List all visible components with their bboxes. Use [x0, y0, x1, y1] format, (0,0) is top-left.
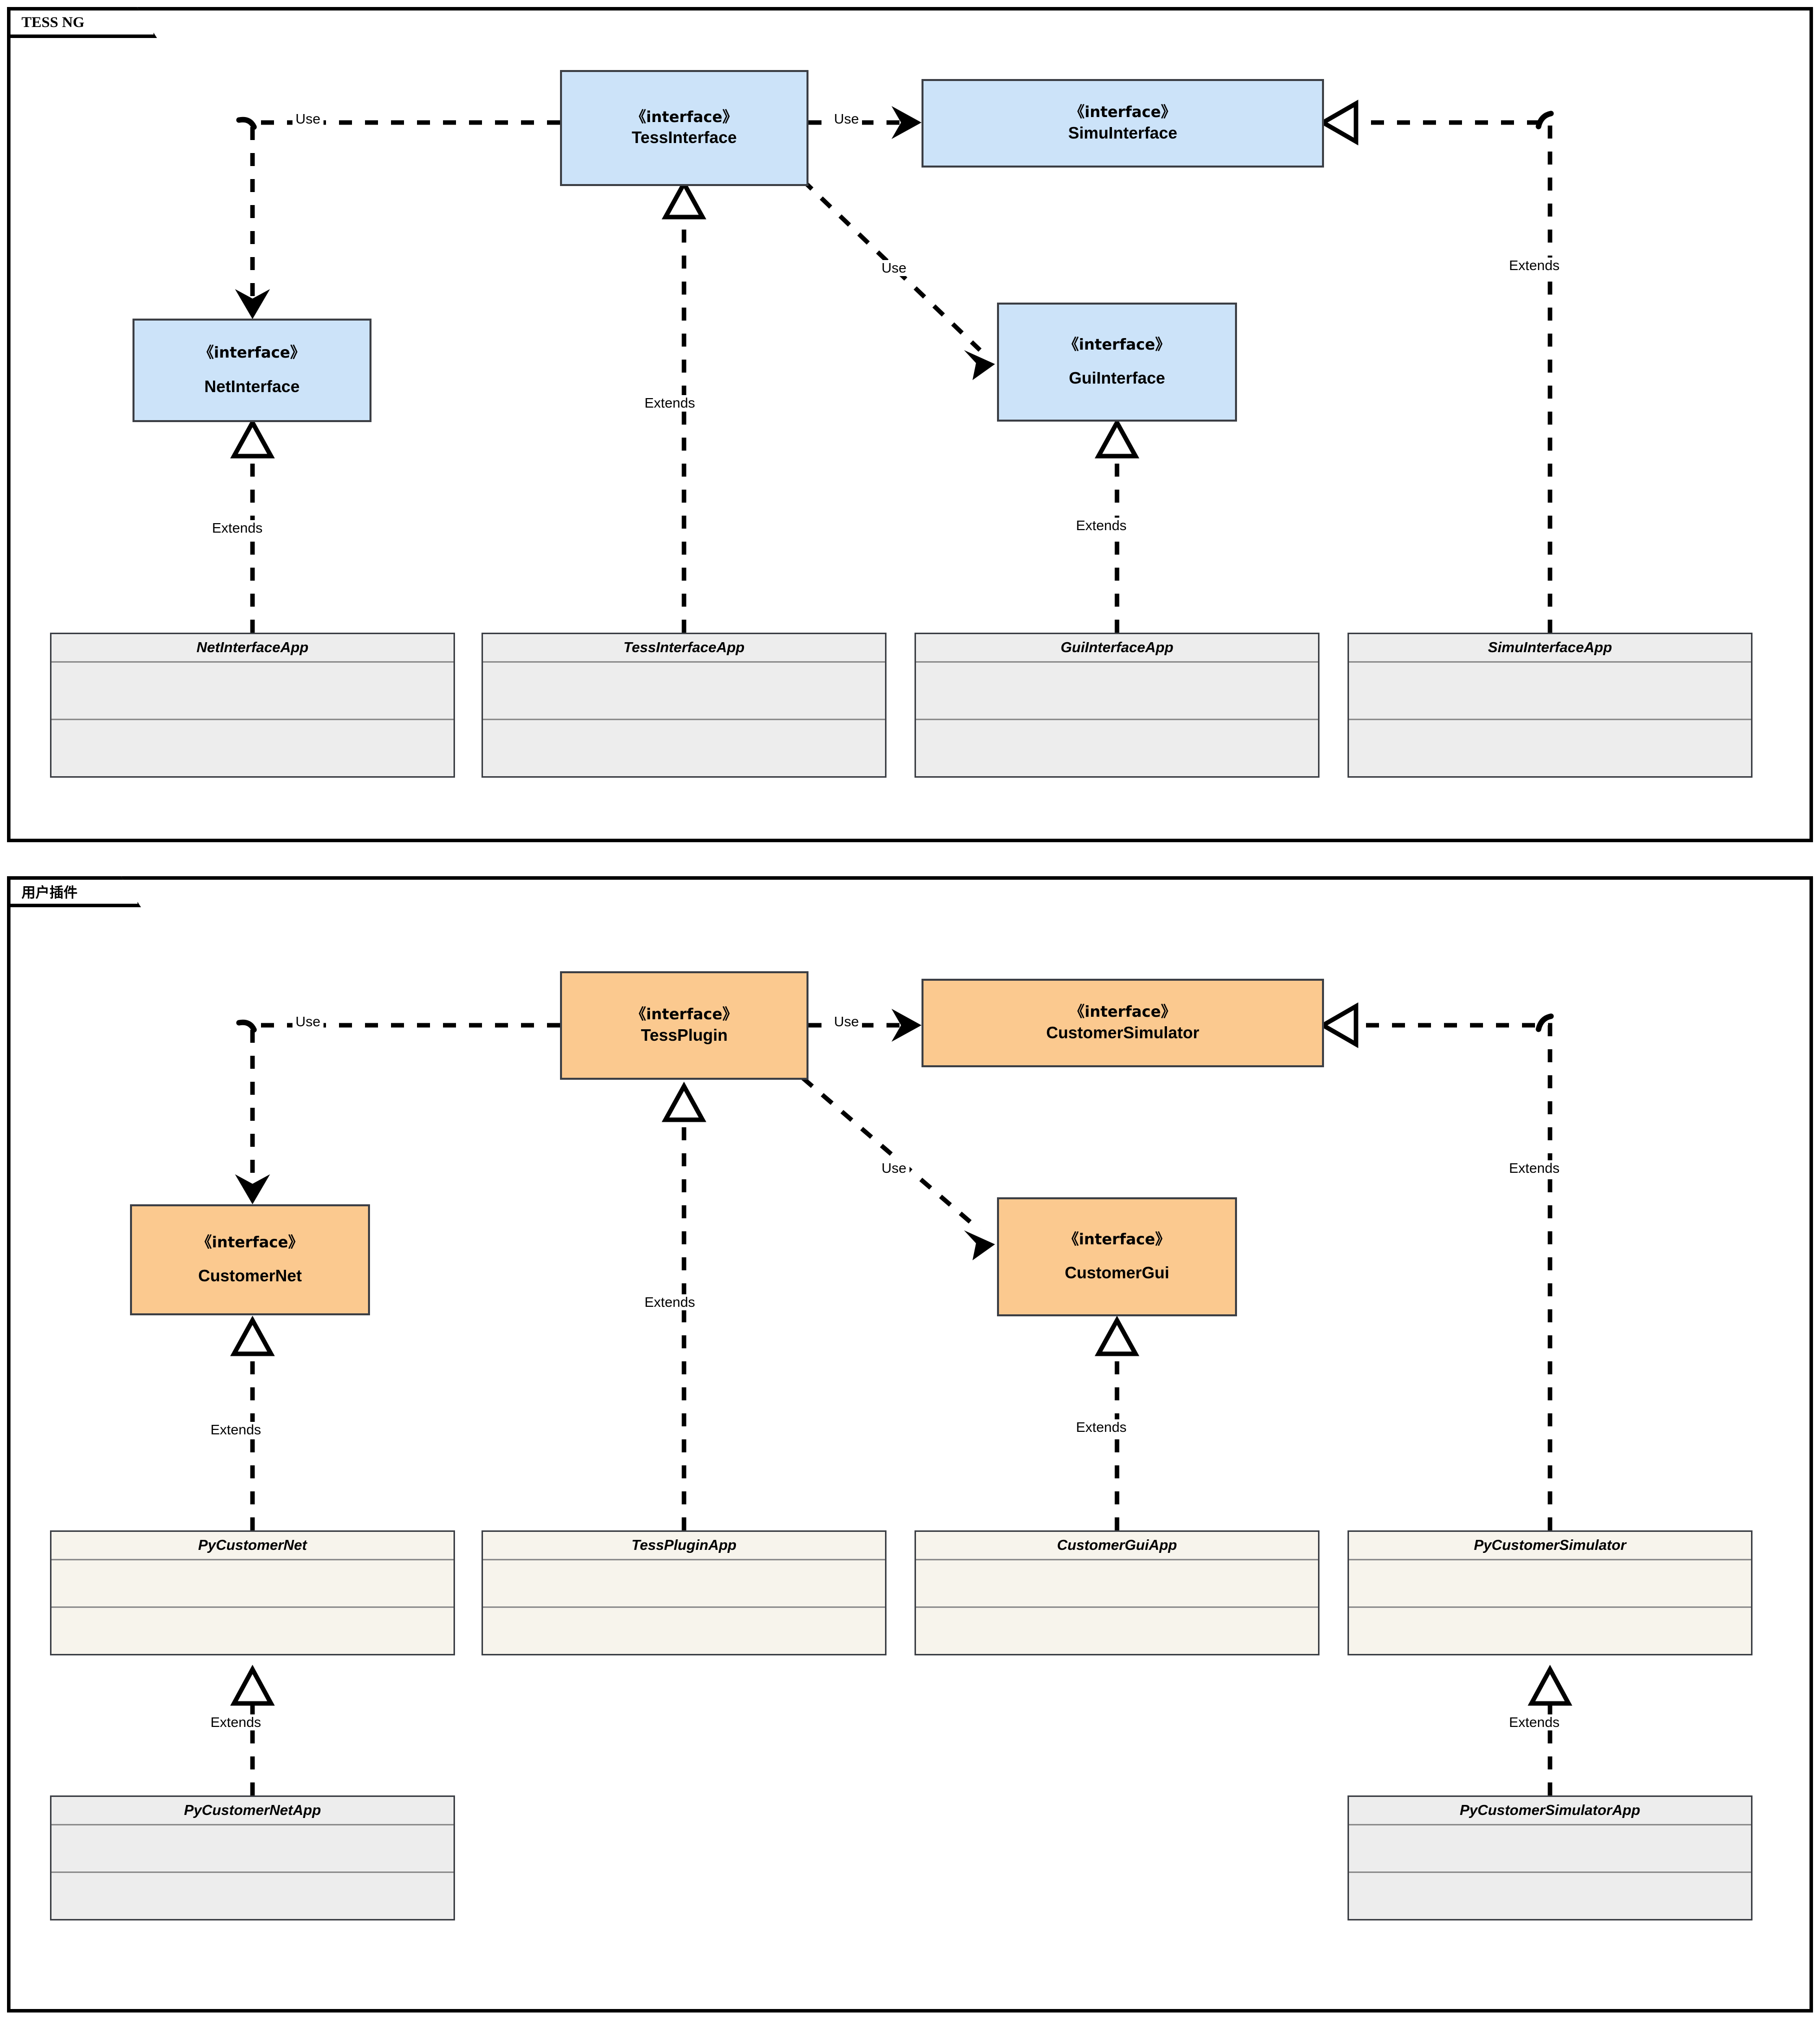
edge-label-use-gui: Use — [878, 260, 910, 276]
edge-label-extends-gui-app: Extends — [1073, 518, 1130, 534]
interface-name: NetInterface — [204, 377, 300, 396]
class-attributes-compartment — [52, 663, 454, 720]
class-operations-compartment — [483, 720, 885, 776]
class-name: TessPluginApp — [483, 1532, 885, 1560]
class-attributes-compartment — [1349, 1560, 1751, 1608]
class-box-net-interface-app[interactable]: NetInterfaceApp — [50, 633, 455, 778]
class-box-tess-interface-app[interactable]: TessInterfaceApp — [482, 633, 886, 778]
class-name: PyCustomerSimulator — [1349, 1532, 1751, 1560]
interface-box-customer-net[interactable]: 《interface》 CustomerNet — [130, 1204, 370, 1315]
interface-stereotype: 《interface》 — [1064, 1230, 1170, 1248]
edge-label-extends-customer-gui-app: Extends — [1073, 1419, 1130, 1435]
edge-label-extends-py-customer-simulator: Extends — [1506, 1160, 1563, 1176]
interface-name: CustomerNet — [198, 1266, 302, 1285]
edge-label-use-customer-gui: Use — [878, 1160, 910, 1176]
class-operations-compartment — [916, 720, 1318, 776]
interface-box-tess-plugin[interactable]: 《interface》 TessPlugin — [560, 971, 808, 1080]
interface-name: CustomerGui — [1064, 1263, 1170, 1282]
class-operations-compartment — [52, 1608, 454, 1654]
class-attributes-compartment — [1349, 1825, 1751, 1873]
class-operations-compartment — [1349, 1608, 1751, 1654]
edge-label-extends-py-customer-simulator-app: Extends — [1506, 1714, 1563, 1730]
edge-label-use-customer-net: Use — [292, 1014, 324, 1030]
interface-name: CustomerSimulator — [1046, 1023, 1200, 1042]
class-operations-compartment — [1349, 1873, 1751, 1919]
class-attributes-compartment — [916, 663, 1318, 720]
class-attributes-compartment — [52, 1560, 454, 1608]
class-name: NetInterfaceApp — [52, 634, 454, 663]
class-operations-compartment — [52, 1873, 454, 1919]
class-operations-compartment — [52, 720, 454, 776]
class-name: TessInterfaceApp — [483, 634, 885, 663]
edge-label-extends-tess-plugin-app: Extends — [642, 1294, 698, 1310]
class-box-gui-interface-app[interactable]: GuiInterfaceApp — [914, 633, 1320, 778]
interface-stereotype: 《interface》 — [631, 1006, 738, 1024]
edge-label-extends-py-customer-net: Extends — [208, 1422, 264, 1438]
edge-label-use-simu: Use — [831, 111, 862, 127]
class-attributes-compartment — [483, 663, 885, 720]
interface-stereotype: 《interface》 — [1064, 336, 1170, 354]
class-box-tess-plugin-app[interactable]: TessPluginApp — [482, 1530, 886, 1655]
class-attributes-compartment — [1349, 663, 1751, 720]
class-name: PyCustomerSimulatorApp — [1349, 1797, 1751, 1825]
interface-stereotype: 《interface》 — [631, 108, 738, 126]
interface-box-gui-interface[interactable]: 《interface》 GuiInterface — [997, 303, 1237, 422]
edge-label-use-net: Use — [292, 111, 324, 127]
interface-name: SimuInterface — [1068, 123, 1178, 142]
class-box-customer-gui-app[interactable]: CustomerGuiApp — [914, 1530, 1320, 1655]
edge-label-extends-simu-app: Extends — [1506, 258, 1563, 274]
edge-label-extends-net-app: Extends — [209, 520, 266, 536]
class-attributes-compartment — [916, 1560, 1318, 1608]
class-name: PyCustomerNet — [52, 1532, 454, 1560]
class-operations-compartment — [483, 1608, 885, 1654]
class-name: GuiInterfaceApp — [916, 634, 1318, 663]
class-box-py-customer-net-app[interactable]: PyCustomerNetApp — [50, 1795, 455, 1920]
edge-label-extends-tess-app: Extends — [642, 395, 698, 411]
package-user-plugin-label: 用户插件 — [7, 876, 141, 907]
package-tess-ng-label: TESS NG — [7, 7, 157, 38]
class-operations-compartment — [916, 1608, 1318, 1654]
interface-name: GuiInterface — [1068, 369, 1166, 388]
class-box-py-customer-net[interactable]: PyCustomerNet — [50, 1530, 455, 1655]
edge-label-extends-py-customer-net-app: Extends — [208, 1714, 264, 1730]
interface-box-simu-interface[interactable]: 《interface》 SimuInterface — [922, 79, 1324, 168]
interface-box-tess-interface[interactable]: 《interface》 TessInterface — [560, 70, 808, 186]
class-attributes-compartment — [52, 1825, 454, 1873]
interface-stereotype: 《interface》 — [1070, 1003, 1176, 1021]
class-name: CustomerGuiApp — [916, 1532, 1318, 1560]
class-box-simu-interface-app[interactable]: SimuInterfaceApp — [1348, 633, 1752, 778]
class-box-py-customer-simulator-app[interactable]: PyCustomerSimulatorApp — [1348, 1795, 1752, 1920]
class-name: PyCustomerNetApp — [52, 1797, 454, 1825]
class-attributes-compartment — [483, 1560, 885, 1608]
interface-box-customer-simulator[interactable]: 《interface》 CustomerSimulator — [922, 979, 1324, 1067]
interface-stereotype: 《interface》 — [1070, 104, 1176, 122]
interface-box-customer-gui[interactable]: 《interface》 CustomerGui — [997, 1197, 1237, 1316]
interface-name: TessInterface — [632, 128, 737, 147]
class-name: SimuInterfaceApp — [1349, 634, 1751, 663]
interface-stereotype: 《interface》 — [198, 344, 306, 362]
class-box-py-customer-simulator[interactable]: PyCustomerSimulator — [1348, 1530, 1752, 1655]
edge-label-use-customer-simulator: Use — [831, 1014, 862, 1030]
class-operations-compartment — [1349, 720, 1751, 776]
interface-box-net-interface[interactable]: 《interface》 NetInterface — [132, 319, 372, 422]
interface-name: TessPlugin — [640, 1025, 728, 1044]
interface-stereotype: 《interface》 — [196, 1233, 304, 1251]
